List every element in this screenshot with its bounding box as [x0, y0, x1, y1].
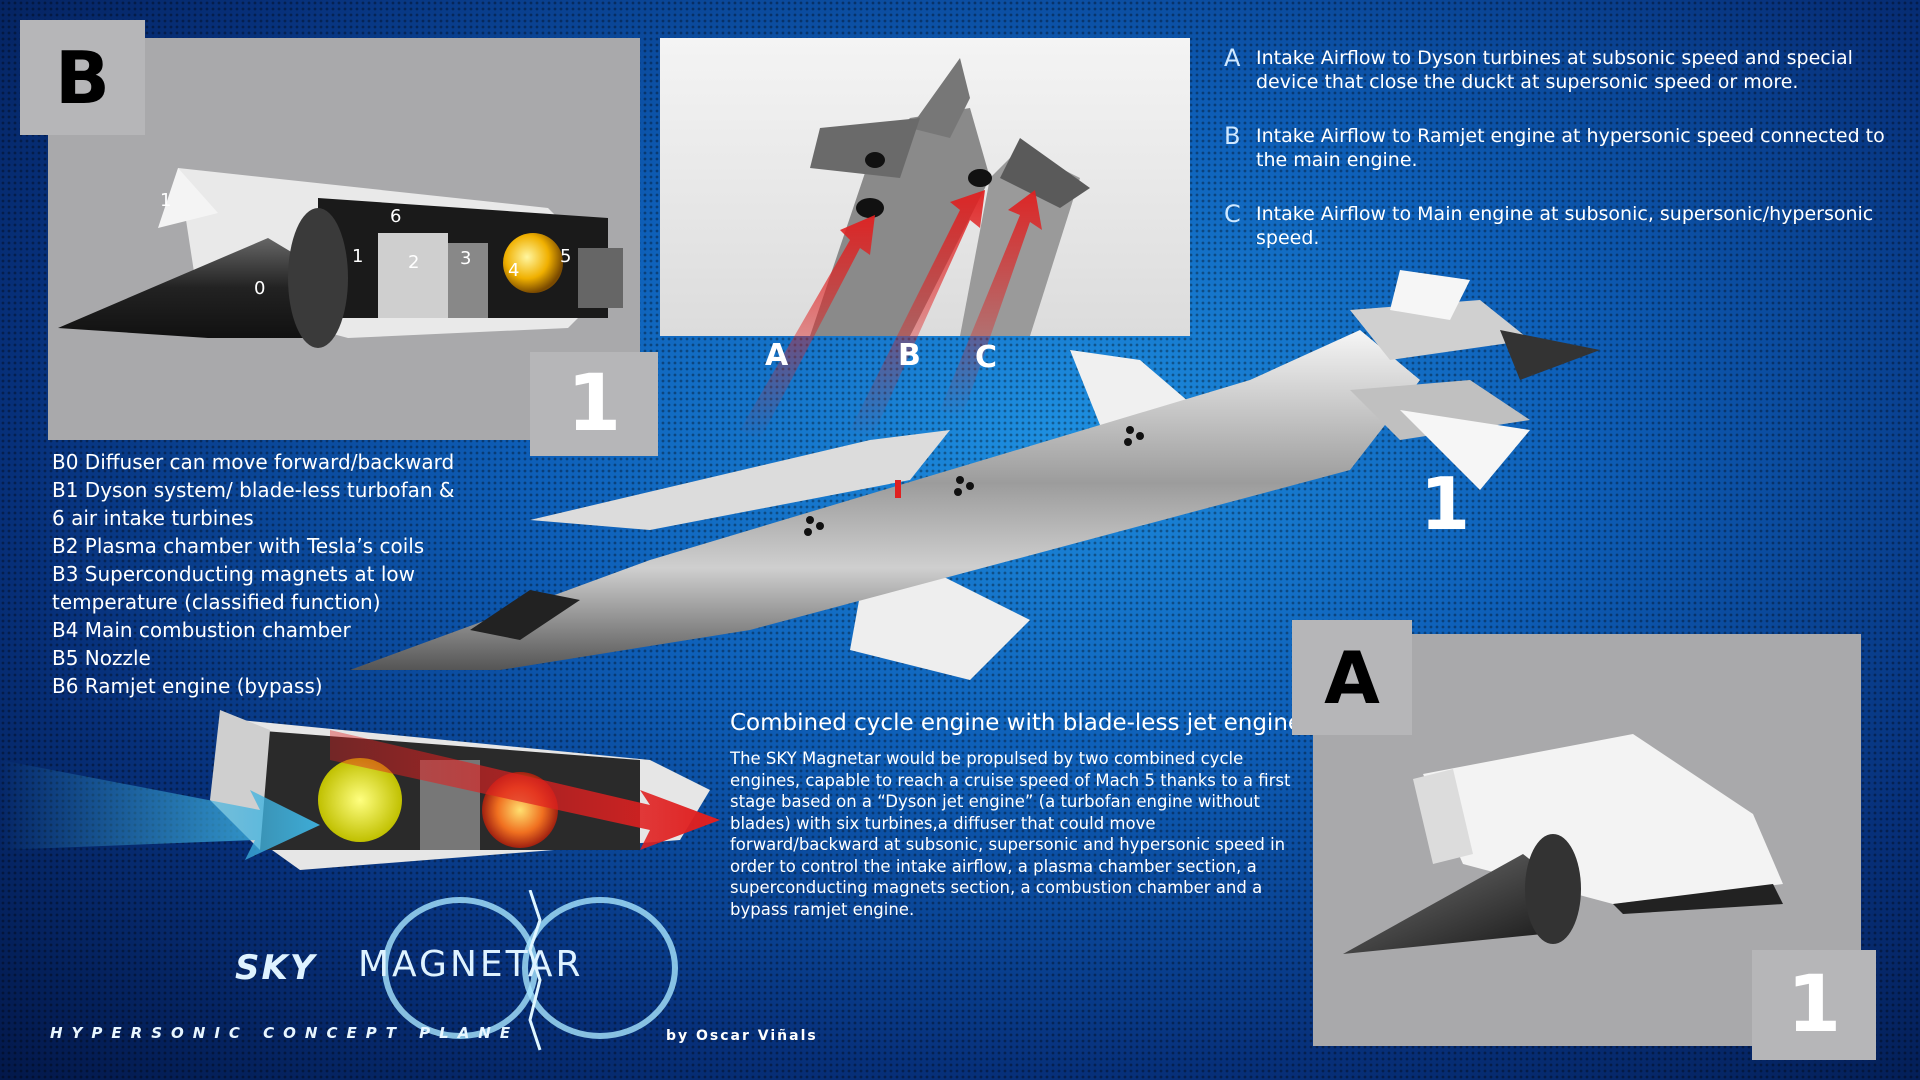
legend-item: B6 Ramjet engine (bypass) [52, 674, 323, 698]
engine-part-label: 5 [560, 246, 572, 267]
legend-item: B5 Nozzle [52, 646, 151, 670]
intake-arrows [740, 190, 1042, 440]
note-key: B [1224, 122, 1241, 150]
intake-note-b: B Intake Airflow to Ramjet engine at hyp… [1224, 124, 1894, 172]
panel-tag-a: A [1292, 620, 1412, 735]
engine-part-label: 1 [352, 246, 364, 267]
sky-magnetar-aircraft [350, 270, 1600, 680]
logo-sky-text: SKY [235, 948, 317, 988]
engine-part-label: 6 [390, 206, 402, 227]
legend-item: B3 Superconducting magnets at low [52, 562, 415, 586]
panel-number-tag: 1 [530, 352, 658, 456]
engine-cutaway-panel-b: 0 1 2 3 4 5 6 1 [48, 38, 640, 440]
section-subtitle: Combined cycle engine with blade-less je… [730, 710, 1303, 736]
panel-tag-b: B [20, 20, 145, 135]
legend-item: B0 Diffuser can move forward/backward [52, 450, 455, 474]
engine-part-label: 3 [460, 248, 472, 269]
section-description: The SKY Magnetar would be propulsed by t… [730, 749, 1291, 919]
intake-note-a: A Intake Airflow to Dyson turbines at su… [1224, 46, 1894, 94]
intake-note-c: C Intake Airflow to Main engine at subso… [1224, 202, 1894, 250]
legend-item: 6 air intake turbines [52, 506, 254, 530]
note-key: C [1224, 200, 1241, 228]
engine-part-label: 2 [408, 252, 420, 273]
intake-notes: A Intake Airflow to Dyson turbines at su… [1224, 46, 1894, 280]
logo-magnetar-text: MAGNETAR [358, 944, 584, 985]
note-text: Intake Airflow to Ramjet engine at hyper… [1256, 125, 1885, 171]
engine-airflow-illustration [0, 710, 720, 870]
intake-label-a: A [765, 338, 789, 373]
panel-number-tag: 1 [1752, 950, 1876, 1060]
aircraft-number-label: 1 [1420, 462, 1471, 546]
note-text: Intake Airflow to Main engine at subsoni… [1256, 203, 1874, 249]
legend-item: B1 Dyson system/ blade-less turbofan & [52, 478, 455, 502]
logo-tagline: HYPERSONIC CONCEPT PLANE [50, 1024, 520, 1042]
intake-label-c: C [975, 340, 998, 375]
logo-author: by Oscar Viñals [666, 1028, 818, 1044]
engine-part-label: 0 [254, 278, 266, 299]
sky-magnetar-logo: SKY MAGNETAR HYPERSONIC CONCEPT PLANE by… [40, 890, 820, 1060]
note-text: Intake Airflow to Dyson turbines at subs… [1256, 47, 1853, 93]
intake-label-b: B [898, 338, 921, 373]
engine-legend: B0 Diffuser can move forward/backward B1… [52, 448, 455, 700]
legend-item: B4 Main combustion chamber [52, 618, 351, 642]
note-key: A [1224, 44, 1241, 72]
engine-part-label: 1 [160, 190, 172, 211]
legend-item: B2 Plasma chamber with Tesla’s coils [52, 534, 425, 558]
legend-item: temperature (classified function) [52, 590, 381, 614]
engine-part-label: 4 [508, 260, 520, 281]
